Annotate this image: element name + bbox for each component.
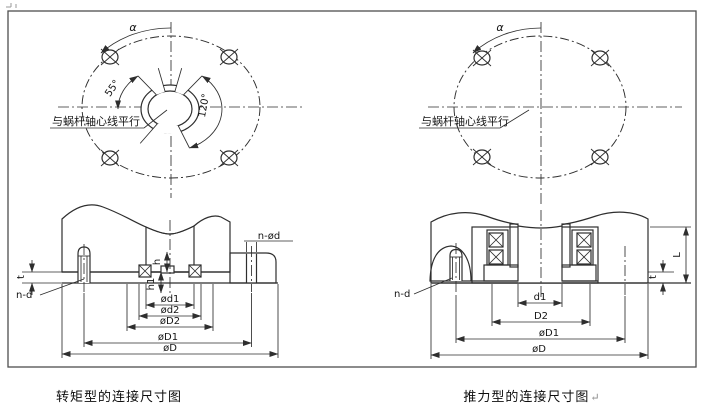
bolt-hole xyxy=(219,149,239,167)
h-label: h xyxy=(152,259,163,265)
dim-phi-d1: ød1 xyxy=(161,294,180,305)
bolt-hole xyxy=(100,48,120,66)
leader-note: 与蜗杆轴心线平行 xyxy=(421,114,509,128)
alpha-arc xyxy=(100,27,172,54)
dim-phi-D2: øD2 xyxy=(160,316,180,327)
bolt-circle xyxy=(81,35,261,179)
dim-phi-D1: øD1 xyxy=(158,332,178,343)
leader-line xyxy=(499,109,530,129)
n-d-label: n-d xyxy=(16,290,32,301)
dim-d1: d1 xyxy=(534,292,547,303)
bolt-hole xyxy=(472,148,492,166)
alpha-label: α xyxy=(129,21,137,34)
paragraph-mark: ↵ xyxy=(590,392,601,404)
n-d-label: n-d xyxy=(394,289,410,300)
h1-label: h1 xyxy=(146,278,157,291)
dim-phi-d2: ød2 xyxy=(161,305,180,316)
bore-cutout xyxy=(518,218,562,283)
bore-cutout xyxy=(145,225,195,273)
break-line xyxy=(517,225,563,229)
sleeve xyxy=(509,223,519,268)
angle-120-label: 120° xyxy=(197,93,212,119)
dimension-chain: d1 D2 øD1 øD xyxy=(430,284,649,359)
bolt-hole xyxy=(219,48,239,66)
caption-thrust-type: 推力型的连接尺寸图↵ xyxy=(462,386,602,405)
t-label: t xyxy=(648,275,659,279)
claw-section xyxy=(138,264,202,278)
leader-line xyxy=(143,109,168,129)
claw-notch xyxy=(149,81,166,95)
drawing-frame xyxy=(7,10,697,368)
torque-section-view: n-ød h h1 t n-d xyxy=(16,204,293,358)
boss-dome xyxy=(429,245,472,282)
bolt-circle xyxy=(453,35,627,179)
flange-right xyxy=(229,252,277,284)
leader-note: 与蜗杆轴心线平行 xyxy=(52,114,140,128)
caption-thrust-text: 推力型的连接尺寸图 xyxy=(463,389,590,404)
key-section xyxy=(160,265,175,274)
caption-torque-type: 转矩型的连接尺寸图 xyxy=(49,386,189,405)
corner-mark xyxy=(6,3,17,8)
angle-55-arc xyxy=(115,75,139,110)
bolt-hole xyxy=(590,49,610,67)
n-phi-d-label: n-ød xyxy=(258,231,280,242)
thrust-top-view: α 与蜗杆轴心线平行 xyxy=(419,21,682,205)
dim-D2: D2 xyxy=(534,311,548,322)
bolt-hole xyxy=(472,49,492,67)
alpha-label: α xyxy=(496,21,504,34)
torque-top-view: 55° 120° α 与蜗杆轴心线平行 xyxy=(50,21,302,198)
bolt-hole xyxy=(100,149,120,167)
alpha-arc xyxy=(472,27,542,54)
dimension-chain: ød1 ød2 øD2 øD1 øD xyxy=(61,284,279,358)
claw-notch xyxy=(174,81,191,95)
claw-notch xyxy=(150,123,183,135)
dim-phi-D1: øD1 xyxy=(539,328,559,339)
sleeve xyxy=(561,223,571,268)
t-label: t xyxy=(16,275,27,279)
thrust-section-view: n-d L t d1 D2 øD1 øD xyxy=(394,210,691,359)
claw-hub xyxy=(137,67,203,149)
dim-phi-D: øD xyxy=(532,344,546,355)
angle-120-arc xyxy=(189,75,223,149)
thrust-bearing xyxy=(486,229,509,266)
thrust-bearing xyxy=(571,229,594,266)
leader-line xyxy=(413,277,453,295)
dim-phi-D: øD xyxy=(163,343,177,354)
L-label: L xyxy=(672,252,683,258)
bolt-hole xyxy=(590,148,610,166)
caption-torque-text: 转矩型的连接尺寸图 xyxy=(55,389,182,404)
angle-55-label: 55° xyxy=(103,78,122,99)
